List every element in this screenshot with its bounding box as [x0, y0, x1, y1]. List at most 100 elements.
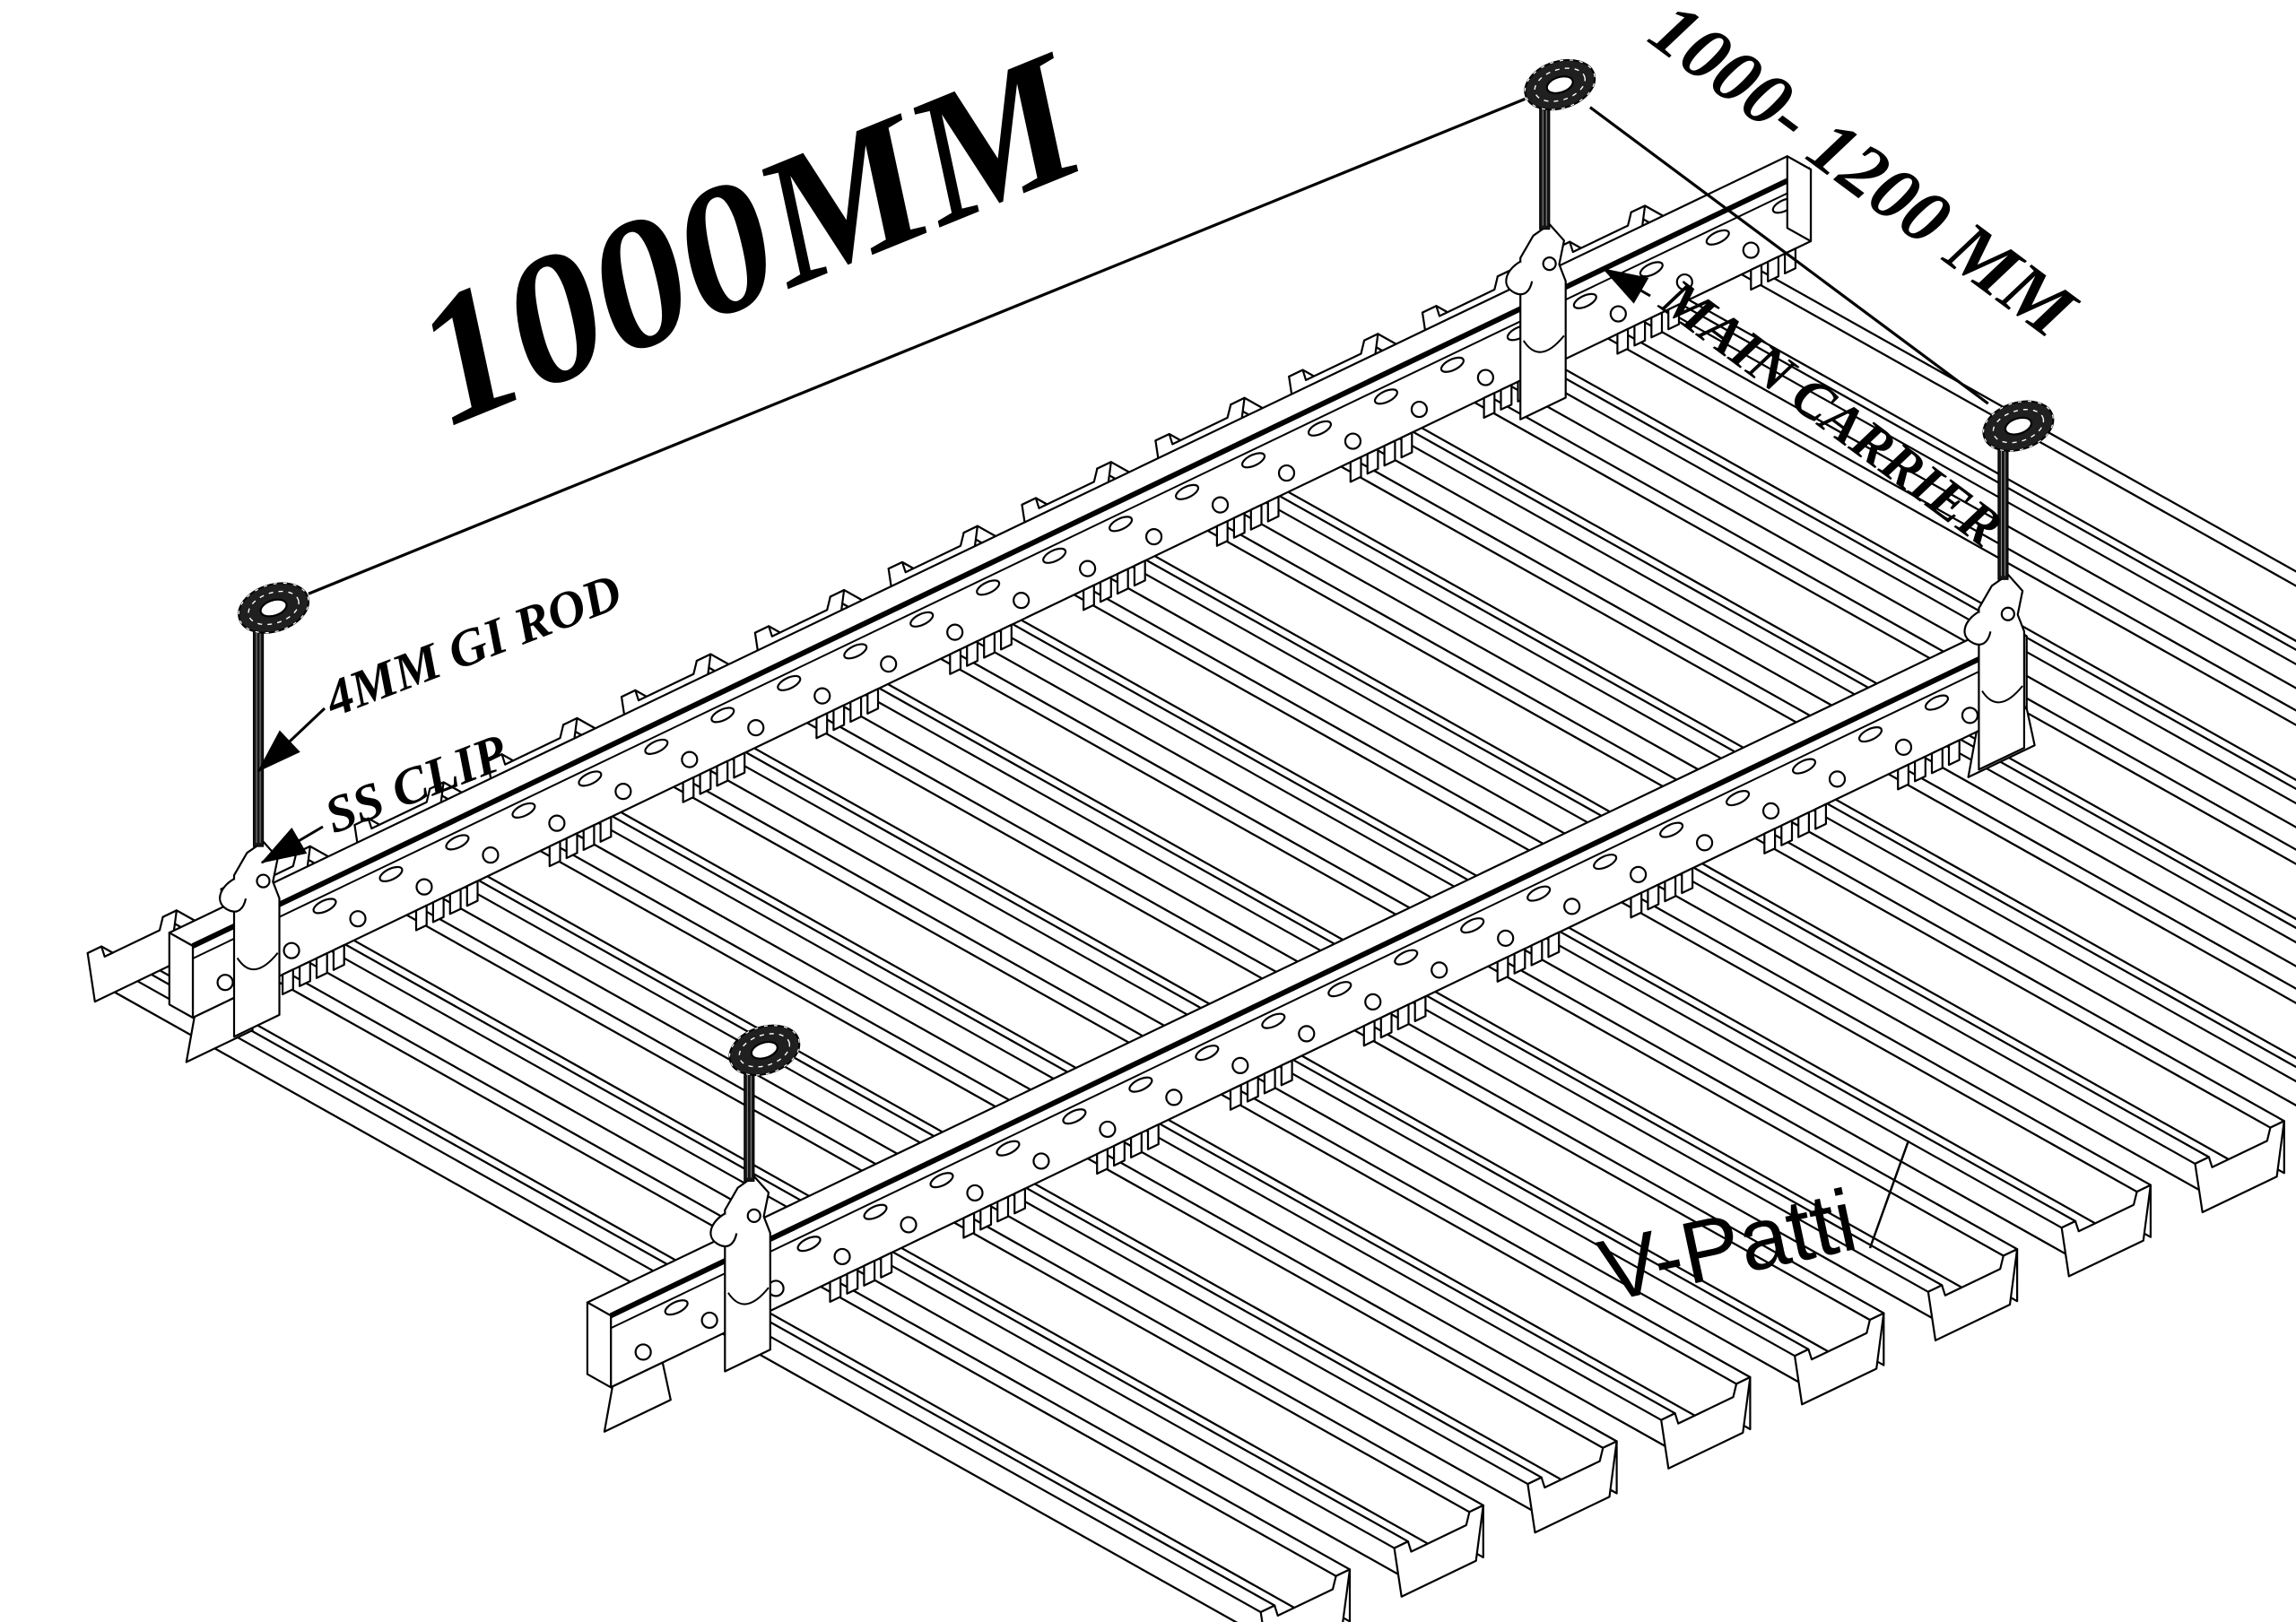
carrier-round-hole: [1165, 1089, 1183, 1106]
v-patti-leader: [1868, 1140, 1910, 1249]
carrier-round-hole: [1099, 1120, 1117, 1139]
ss-clip-ear: [1963, 611, 1992, 646]
ss-clip-hole: [746, 1208, 761, 1223]
ss-clip-ear: [709, 1212, 738, 1248]
carrier-round-hole: [634, 1343, 652, 1361]
dimension-line-1000-1200mm: [1588, 106, 1989, 405]
carrier-round-hole: [415, 878, 433, 896]
carrier-hook-tooth: [962, 1211, 976, 1239]
carrier-round-hole: [1961, 707, 1979, 724]
carrier-slot-hole: [644, 738, 669, 755]
carrier-hook-tooth: [582, 824, 596, 851]
carrier-hook-tooth: [1664, 875, 1677, 903]
gi-rod: [744, 1061, 755, 1182]
carrier-hook-tooth: [1232, 512, 1246, 539]
carrier-slot-hole: [312, 898, 337, 915]
hanger-left: [219, 582, 309, 1038]
channel-end-cap: [1660, 1375, 1752, 1470]
carrier-slot-hole: [1639, 261, 1664, 278]
gi-rod: [1539, 95, 1551, 230]
carrier-hem-line: [610, 647, 2028, 1330]
carrier-round-hole: [1144, 527, 1163, 546]
carrier-slot-hole: [1062, 1108, 1087, 1125]
carrier-hook-tooth: [979, 1203, 993, 1231]
ss-clip-hole: [2000, 606, 2015, 621]
carrier-slot-hole: [1791, 758, 1817, 775]
carrier-hook-tooth: [1630, 891, 1643, 919]
carrier-hook-tooth: [1650, 311, 1664, 339]
carrier-round-hole: [1761, 802, 1780, 820]
carrier-hook-tooth: [1496, 956, 1509, 983]
ss-clip-ear: [219, 878, 248, 913]
carrier-round-hole: [1079, 559, 1097, 577]
carrier-hook-tooth: [1767, 256, 1779, 282]
carrier-hook-tooth: [1146, 1123, 1160, 1150]
anchor-loop: [728, 1024, 801, 1077]
carrier-hook-tooth: [1099, 576, 1112, 603]
ss-clip-hole: [1542, 256, 1557, 272]
channel-end-cap: [1926, 1248, 2019, 1341]
carrier-top-edge: [609, 633, 2028, 1318]
carrier-hook-tooth: [1116, 568, 1129, 595]
carrier-hook-tooth: [846, 1268, 859, 1295]
carrier-slot-hole: [1593, 854, 1618, 871]
carrier-round-hole: [880, 655, 898, 673]
carrier-slot-hole: [664, 1299, 689, 1316]
carrier-hook-tooth: [1667, 303, 1681, 331]
carrier-round-hole: [833, 1247, 851, 1266]
carrier-slot-hole: [1460, 917, 1485, 934]
carrier-slot-hole: [1572, 292, 1597, 309]
carrier-round-hole: [1695, 834, 1714, 852]
carrier-end-cap: [168, 932, 195, 1019]
carrier-round-hole: [1364, 993, 1382, 1010]
channel-end-cap: [1393, 1504, 1484, 1598]
carrier-slot-hole: [909, 611, 935, 628]
carrier-hook-tooth: [599, 816, 613, 843]
carrier-hook-tooth: [1647, 883, 1660, 911]
carrier-hook-tooth: [849, 696, 863, 724]
carrier-round-hole: [482, 846, 500, 864]
carrier-round-hole: [1476, 369, 1494, 386]
main-carrier-lower: [586, 621, 2036, 1433]
channel-end-cap: [1526, 1440, 1618, 1534]
carrier-round-hole: [1410, 400, 1429, 419]
carrier-slot-hole: [1439, 356, 1465, 373]
carrier-hook-tooth: [682, 776, 695, 803]
channel-end-cap: [1259, 1568, 1352, 1622]
hanger-right: [1963, 400, 2055, 771]
carrier-hook-tooth: [733, 751, 746, 779]
carrier-hook-tooth: [431, 896, 445, 924]
carrier-hook-tooth: [1000, 623, 1013, 651]
carrier-hook-tooth: [1780, 820, 1794, 846]
carrier-round-hole: [1344, 432, 1362, 450]
carrier-hook-tooth: [829, 1276, 842, 1303]
v-patti-channel: [1288, 333, 2296, 967]
carrier-slot-hole: [1924, 694, 1950, 711]
carrier-slot-hole: [777, 674, 802, 691]
carrier-hook-tooth: [832, 704, 846, 732]
anchor-loop-hole: [259, 598, 288, 618]
carrier-round-hole: [1298, 1025, 1316, 1043]
channel-end-cap: [2194, 1120, 2285, 1214]
carrier-hook-tooth: [1349, 455, 1362, 483]
carrier-round-hole: [1032, 1152, 1050, 1170]
anchor-loop-knurl: [728, 1025, 800, 1076]
carrier-hook-tooth: [866, 688, 880, 715]
carrier-slot-hole: [1240, 452, 1266, 469]
carrier-hook-tooth: [299, 960, 311, 987]
carrier-hook-tooth: [1500, 384, 1513, 411]
anchor-loop-knurl: [1534, 67, 1587, 102]
carrier-slot-hole: [1195, 1045, 1220, 1062]
carrier-slot-hole: [929, 1172, 954, 1189]
carrier-slot-hole: [578, 770, 603, 787]
carrier-end-cap: [586, 1301, 613, 1389]
carrier-slot-hole: [1659, 821, 1684, 838]
channel-end-cap: [86, 909, 178, 1003]
carrier-slot-hole: [976, 579, 1001, 596]
carrier-slot-hole: [445, 834, 470, 851]
anchor-loop: [1982, 400, 2055, 452]
ss-clip-arrowhead: [260, 828, 308, 863]
carrier-round-hole: [1431, 961, 1448, 979]
carrier-hook-tooth: [1246, 1075, 1259, 1103]
carrier-hook-tooth: [815, 712, 829, 740]
